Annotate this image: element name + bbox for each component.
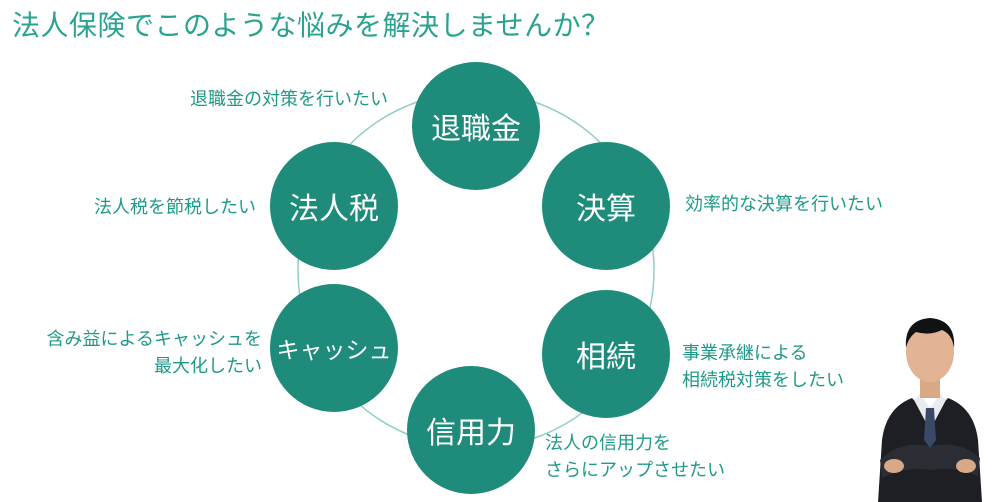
node-houjinzei: 法人税 — [270, 142, 398, 270]
caption-cash-line2: 最大化したい — [154, 356, 262, 377]
node-cash: キャッシュ — [270, 284, 398, 412]
caption-shinyouryoku: 法人の信用力を さらにアップさせたい — [545, 430, 725, 484]
node-cash-label: キャッシュ — [276, 338, 392, 364]
caption-kessan: 効率的な決算を行いたい — [685, 191, 883, 218]
node-souzoku-label: 相続 — [576, 340, 636, 375]
node-taishokukin-label: 退職金 — [431, 112, 521, 147]
node-taishokukin: 退職金 — [412, 62, 540, 190]
caption-shinyouryoku-line1: 法人の信用力を — [545, 433, 671, 454]
node-souzoku: 相続 — [542, 290, 670, 418]
caption-houjinzei: 法人税を節税したい — [94, 194, 256, 221]
caption-cash: 含み益によるキャッシュを 最大化したい — [47, 326, 262, 380]
node-kessan: 決算 — [542, 142, 670, 270]
node-shinyouryoku: 信用力 — [407, 366, 535, 494]
node-kessan-label: 決算 — [576, 192, 636, 227]
caption-souzoku-line2: 相続税対策をしたい — [682, 370, 844, 391]
node-houjinzei-label: 法人税 — [289, 192, 379, 227]
caption-houjinzei-line1: 法人税を節税したい — [94, 197, 256, 218]
caption-kessan-line1: 効率的な決算を行いたい — [685, 194, 883, 215]
caption-souzoku: 事業承継による 相続税対策をしたい — [682, 340, 844, 394]
page-title: 法人保険でこのような悩みを解決しませんか？ — [12, 9, 610, 42]
caption-taishokukin: 退職金の対策を行いたい — [190, 86, 388, 113]
businessman-photo — [878, 318, 982, 502]
caption-cash-line1: 含み益によるキャッシュを — [46, 329, 262, 350]
node-shinyouryoku-label: 信用力 — [426, 416, 516, 451]
caption-shinyouryoku-line2: さらにアップさせたい — [545, 460, 725, 481]
caption-taishokukin-line1: 退職金の対策を行いたい — [190, 89, 388, 110]
caption-souzoku-line1: 事業承継による — [682, 343, 808, 364]
